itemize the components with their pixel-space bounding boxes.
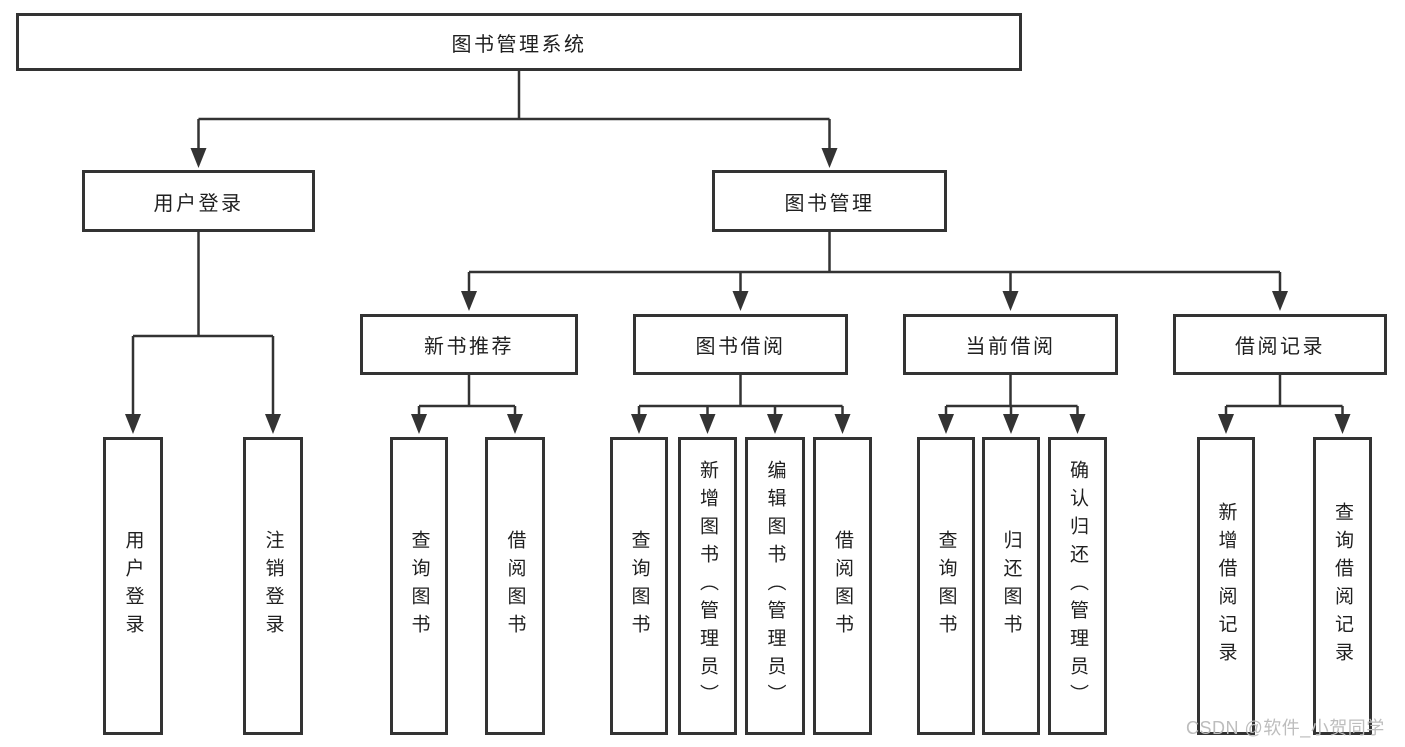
arrowheads-current-borrow-leaves <box>938 414 1086 434</box>
arrowheads-borrow-records-leaves <box>1218 414 1351 434</box>
leaf-add-books-admin: 新增图书（管理员） <box>678 437 737 735</box>
node-borrowing-records: 借阅记录 <box>1173 314 1387 375</box>
leaf-edit-books-admin: 编辑图书（管理员） <box>745 437 805 735</box>
node-label: 查询图书 <box>408 530 430 642</box>
node-label: 新增借阅记录 <box>1215 502 1237 670</box>
leaf-query-books-borrow: 查询图书 <box>610 437 668 735</box>
node-label: 用户登录 <box>122 530 144 642</box>
node-label: 查询借阅记录 <box>1332 502 1353 670</box>
leaf-borrow-books-recommend: 借阅图书 <box>485 437 545 735</box>
node-label: 新书推荐 <box>424 336 514 358</box>
arrowheads-book-borrow-leaves <box>631 414 851 434</box>
node-label: 图书借阅 <box>695 336 786 358</box>
arrowheads-user-login-leaves <box>125 414 281 434</box>
connector-current-borrow-to-leaves <box>944 374 1079 416</box>
node-label: 借阅记录 <box>1235 336 1325 358</box>
connector-borrow-records-to-leaves <box>1224 374 1344 416</box>
leaf-confirm-return-admin: 确认归还（管理员） <box>1048 437 1107 735</box>
connector-root-to-level2 <box>197 71 831 150</box>
node-label: 当前借阅 <box>965 336 1056 358</box>
node-book-management: 图书管理 <box>712 170 947 232</box>
csdn-watermark: CSDN @软件_小贺同学 <box>1186 718 1385 738</box>
arrowheads-new-book-rec-leaves <box>411 414 523 434</box>
leaf-query-books-recommend: 查询图书 <box>390 437 448 735</box>
node-label: 借阅图书 <box>504 530 526 642</box>
node-label: 编辑图书（管理员） <box>764 460 786 712</box>
node-book-borrowing: 图书借阅 <box>633 314 848 375</box>
node-user-login: 用户登录 <box>82 170 315 232</box>
connector-user-login-to-leaves <box>131 232 275 416</box>
node-label: 图书管理 <box>784 192 875 215</box>
node-label: 图书管理系统 <box>451 33 587 56</box>
arrowheads-level3 <box>461 291 1288 311</box>
node-label: 查询图书 <box>628 530 650 642</box>
arrowheads-level2 <box>190 148 838 168</box>
node-library-management-system: 图书管理系统 <box>16 13 1022 71</box>
leaf-logout: 注销登录 <box>243 437 303 735</box>
node-new-book-recommendation: 新书推荐 <box>360 314 578 375</box>
node-label: 用户登录 <box>153 192 244 215</box>
node-label: 查询图书 <box>935 530 957 642</box>
node-label: 借阅图书 <box>832 530 853 642</box>
leaf-add-borrow-record: 新增借阅记录 <box>1197 437 1255 735</box>
node-label: 归还图书 <box>1000 530 1022 642</box>
node-label: 新增图书（管理员） <box>697 460 718 712</box>
leaf-borrow-books: 借阅图书 <box>813 437 872 735</box>
connector-book-management-to-level3 <box>467 232 1282 293</box>
node-current-borrowing: 当前借阅 <box>903 314 1118 375</box>
leaf-query-books-current: 查询图书 <box>917 437 975 735</box>
connector-book-borrow-to-leaves <box>637 374 844 416</box>
node-label: 注销登录 <box>262 530 284 642</box>
leaf-user-login: 用户登录 <box>103 437 163 735</box>
node-label: 确认归还（管理员） <box>1067 460 1088 712</box>
leaf-return-books: 归还图书 <box>982 437 1040 735</box>
leaf-query-borrow-record: 查询借阅记录 <box>1313 437 1372 735</box>
connector-new-book-rec-to-leaves <box>417 374 517 416</box>
